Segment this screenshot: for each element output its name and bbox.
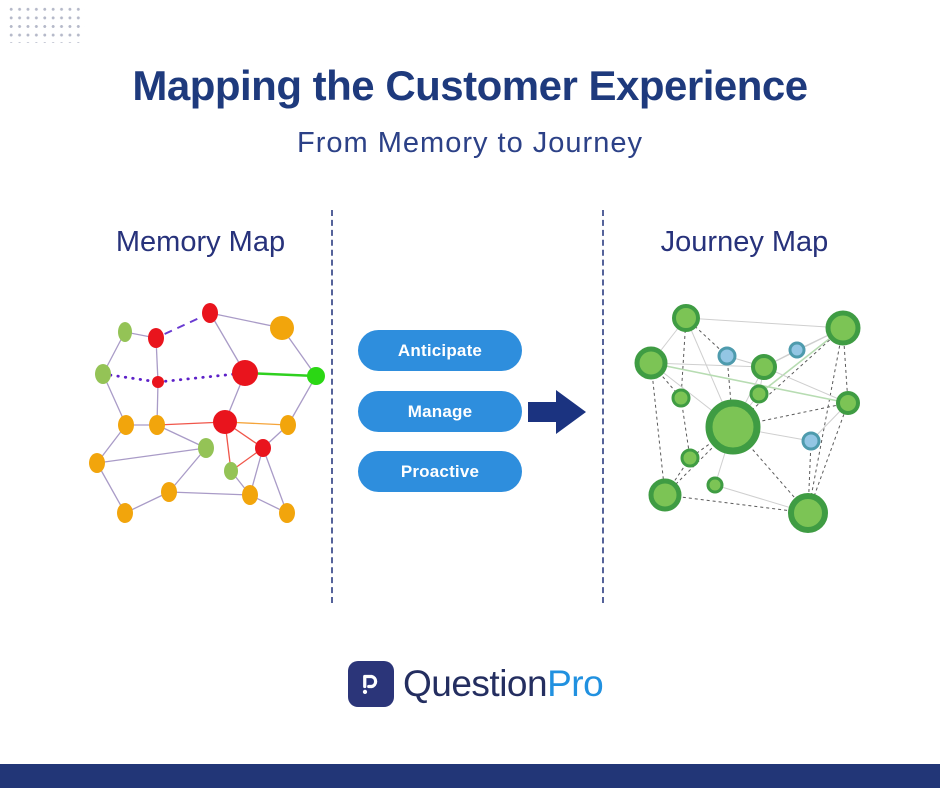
network-edge [155, 312, 211, 339]
network-edge [650, 362, 765, 368]
network-edge [168, 491, 251, 496]
network-edge [156, 424, 207, 449]
network-edge [763, 366, 849, 404]
network-node [717, 346, 737, 366]
network-edge [650, 362, 666, 496]
network-edge [156, 371, 247, 384]
memory-map-network [89, 303, 325, 523]
network-node [232, 360, 258, 386]
network-node [680, 448, 700, 468]
right-arrow-icon [528, 390, 586, 434]
network-node [788, 493, 828, 533]
network-node [307, 367, 325, 385]
left-dashed-divider [331, 210, 333, 603]
network-edge [807, 327, 844, 514]
page-title: Mapping the Customer Experience [132, 62, 808, 109]
network-node [224, 462, 238, 480]
right-dashed-divider [602, 210, 604, 603]
network-node [634, 346, 668, 380]
network-node [788, 341, 806, 359]
step-pill-proactive: Proactive [358, 451, 522, 492]
network-edge [650, 362, 849, 404]
network-node [161, 482, 177, 502]
network-node [117, 503, 133, 523]
network-edge [664, 494, 809, 514]
step-pill-manage: Manage [358, 391, 522, 432]
page-subtitle: From Memory to Journey [297, 127, 643, 159]
brand-name-primary: Question [403, 663, 548, 704]
network-node [152, 376, 164, 388]
network-node [202, 303, 218, 323]
network-node [706, 476, 724, 494]
network-node [95, 364, 111, 384]
network-edge [168, 447, 207, 493]
network-edge [209, 312, 283, 329]
network-node [255, 439, 271, 457]
network-node [801, 431, 821, 451]
dot-pattern-decoration [7, 5, 85, 43]
transformation-arrow [528, 388, 590, 436]
brand-name-secondary: Pro [547, 663, 604, 704]
questionpro-p-icon [348, 661, 394, 707]
brand-name: QuestionPro [403, 663, 604, 705]
network-edge [96, 462, 126, 514]
p-question-glyph [362, 674, 378, 694]
footer-bar [0, 764, 940, 788]
journey-map-label: Journey Map [660, 226, 829, 258]
network-node [279, 503, 295, 523]
network-node [705, 399, 761, 455]
network-edge [101, 372, 160, 384]
step-pill-anticipate: Anticipate [358, 330, 522, 371]
network-node [89, 453, 105, 473]
questionpro-logo: QuestionPro [348, 658, 604, 710]
network-node [118, 322, 132, 342]
network-node [148, 328, 164, 348]
memory-map-label: Memory Map [115, 226, 286, 258]
network-node [836, 391, 860, 415]
network-node [213, 410, 237, 434]
journey-map-network [634, 304, 861, 533]
network-edge [262, 447, 288, 514]
network-edge [96, 447, 207, 464]
network-node [749, 384, 769, 404]
network-node [242, 485, 258, 505]
network-node [280, 415, 296, 435]
network-node [648, 478, 682, 512]
network-node [751, 354, 777, 380]
network-node [149, 415, 165, 435]
network-edge [680, 397, 691, 459]
network-node [825, 310, 861, 346]
network-node [672, 304, 700, 332]
network-node [118, 415, 134, 435]
network-node [198, 438, 214, 458]
network-node [671, 388, 691, 408]
network-edge [685, 317, 844, 329]
network-node [270, 316, 294, 340]
network-edge [287, 375, 317, 426]
network-edge [758, 327, 844, 395]
